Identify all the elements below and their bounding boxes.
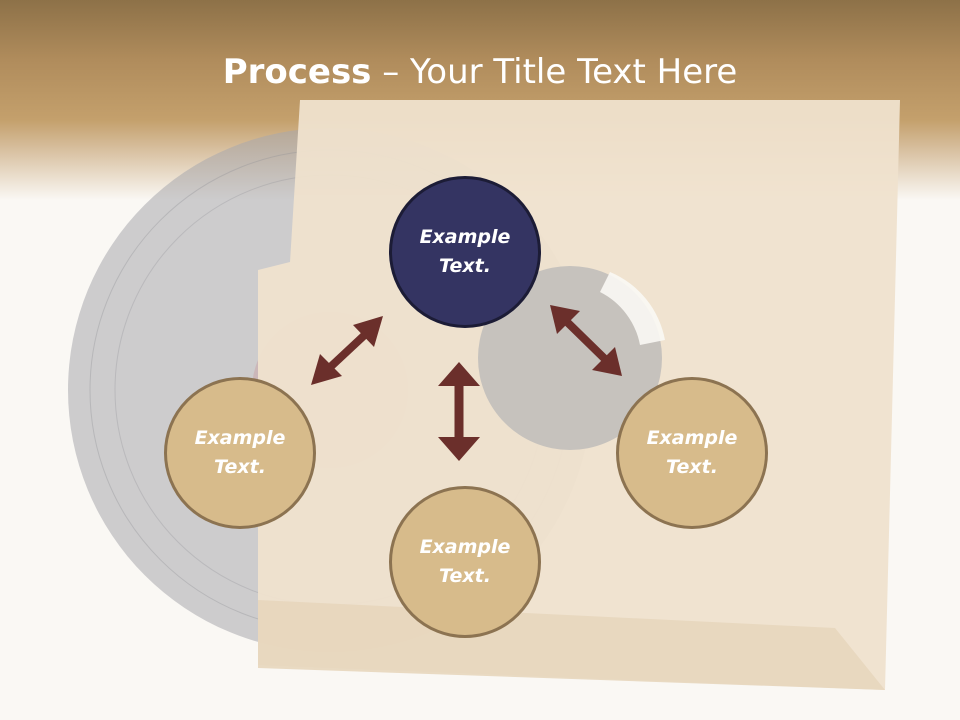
process-circle-bottom: Example Text.: [389, 486, 541, 638]
circle-text-line2: Text.: [439, 255, 491, 277]
sleeve-hole: [478, 266, 662, 450]
process-circle-top: Example Text.: [389, 176, 541, 328]
process-circle-left: Example Text.: [164, 377, 316, 529]
circle-text-line1: Example: [646, 427, 738, 449]
circle-text-line1: Example: [419, 536, 511, 558]
circle-text-line2: Text.: [439, 565, 491, 587]
circle-text-line2: Text.: [666, 456, 718, 478]
title-bold: Process: [222, 52, 372, 92]
slide-title: Process – Your Title Text Here: [0, 52, 960, 92]
arrow-right-diagonal: [550, 305, 622, 376]
circle-text-line1: Example: [194, 427, 286, 449]
arrow-left-diagonal: [311, 316, 383, 385]
title-rest: – Your Title Text Here: [371, 52, 738, 92]
circle-text-line2: Text.: [214, 456, 266, 478]
arrow-vertical: [438, 362, 480, 461]
process-circle-right: Example Text.: [616, 377, 768, 529]
circle-text-line1: Example: [419, 226, 511, 248]
